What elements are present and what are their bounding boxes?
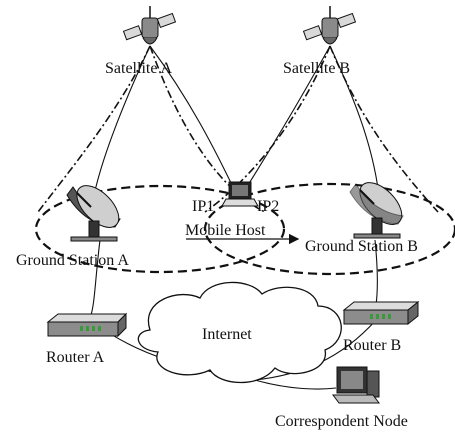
cloud-icon (137, 281, 342, 384)
ip1-label: IP1 (192, 198, 214, 215)
coverage-area-b (203, 182, 455, 276)
satellite-b-label: Satellite B (283, 60, 350, 77)
correspondent-node-label: Correspondent Node (275, 413, 408, 430)
ground-station-b-label: Ground Station B (305, 238, 418, 255)
internet-label: Internet (202, 326, 252, 343)
router-icon (46, 312, 128, 338)
satellite-dish-icon (66, 185, 121, 242)
router-icon (342, 300, 420, 326)
satellite-a-label: Satellite A (105, 60, 173, 77)
ip2-label: IP2 (257, 198, 279, 215)
satellite-icon (302, 6, 357, 45)
mobile-host-label: Mobile Host (185, 222, 266, 239)
satellite-icon (122, 6, 177, 45)
coverage-area-a (34, 184, 286, 274)
satellite-dish-icon (349, 182, 404, 239)
desktop-computer-icon (332, 366, 380, 404)
ground-station-a-label: Ground Station A (16, 252, 129, 269)
laptop-icon (221, 181, 259, 207)
router-b-label: Router B (343, 337, 401, 354)
router-a-label: Router A (46, 349, 105, 366)
